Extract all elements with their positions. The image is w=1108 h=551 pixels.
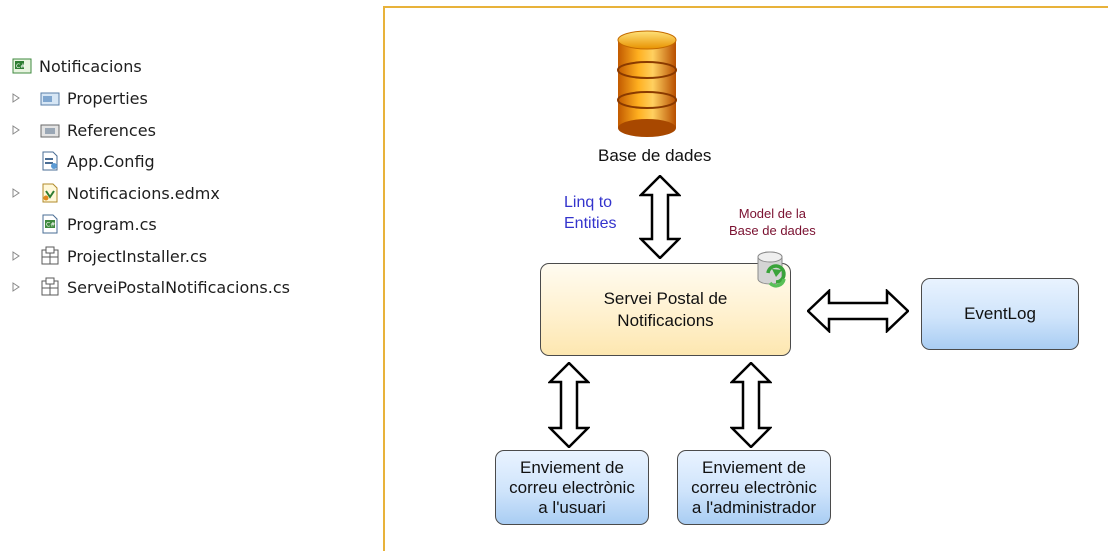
svg-text:C#: C# — [16, 63, 25, 70]
tree-item-label: App.Config — [67, 151, 155, 171]
expand-arrow-icon[interactable] — [10, 118, 22, 142]
database-label: Base de dades — [598, 146, 712, 165]
tree-item-properties[interactable]: Properties — [10, 86, 148, 110]
edmx-file-icon — [40, 183, 60, 203]
expand-arrow-icon[interactable] — [10, 181, 22, 205]
properties-folder-icon — [40, 88, 60, 108]
model-sync-icon — [757, 251, 786, 288]
config-file-icon — [40, 151, 60, 171]
eventlog-node: EventLog — [921, 278, 1079, 350]
project-label: Notificacions — [39, 56, 142, 76]
component-file-icon — [40, 246, 60, 266]
database-icon — [617, 30, 677, 137]
architecture-diagram: Base de dades Linq to Entities Model de … — [383, 6, 1108, 551]
expand-arrow-icon[interactable] — [10, 275, 22, 299]
tree-item-label: References — [67, 120, 156, 140]
service-admin-mail-arrow — [730, 362, 772, 448]
tree-item-servei-postal[interactable]: ServeiPostalNotificacions.cs — [10, 275, 290, 299]
model-label: Model de la Base de dades — [729, 206, 816, 238]
linq-label: Linq to Entities — [564, 194, 617, 232]
csharp-project-icon: C# — [12, 56, 32, 76]
expand-arrow-icon[interactable] — [10, 86, 22, 110]
tree-item-edmx[interactable]: Notificacions.edmx — [10, 181, 220, 205]
mail-admin-node: Enviement de correu electrònic a l'admin… — [677, 450, 831, 525]
solution-explorer: C# Notificacions Properties References A… — [0, 0, 380, 543]
mail-user-node: Enviement de correu electrònic a l'usuar… — [495, 450, 649, 525]
service-user-mail-arrow — [548, 362, 590, 448]
csharp-file-icon: C# — [40, 214, 60, 234]
service-eventlog-arrow — [807, 289, 909, 333]
tree-item-label: ProjectInstaller.cs — [67, 246, 208, 266]
tree-item-label: ServeiPostalNotificacions.cs — [67, 277, 290, 297]
component-file-icon — [40, 277, 60, 297]
tree-item-label: Properties — [67, 88, 148, 108]
svg-text:C#: C# — [46, 222, 55, 229]
tree-item-references[interactable]: References — [10, 118, 156, 142]
tree-item-label: Program.cs — [67, 214, 157, 234]
references-folder-icon — [40, 120, 60, 140]
service-node: Servei Postal de Notificacions — [540, 263, 791, 356]
tree-project-row[interactable]: C# Notificacions — [12, 54, 142, 78]
tree-item-project-installer[interactable]: ProjectInstaller.cs — [10, 244, 207, 268]
tree-item-label: Notificacions.edmx — [67, 183, 220, 203]
tree-item-app-config[interactable]: App.Config — [10, 149, 155, 173]
db-service-arrow — [639, 175, 681, 259]
tree-item-program[interactable]: C# Program.cs — [10, 212, 157, 236]
expand-arrow-icon[interactable] — [10, 244, 22, 268]
